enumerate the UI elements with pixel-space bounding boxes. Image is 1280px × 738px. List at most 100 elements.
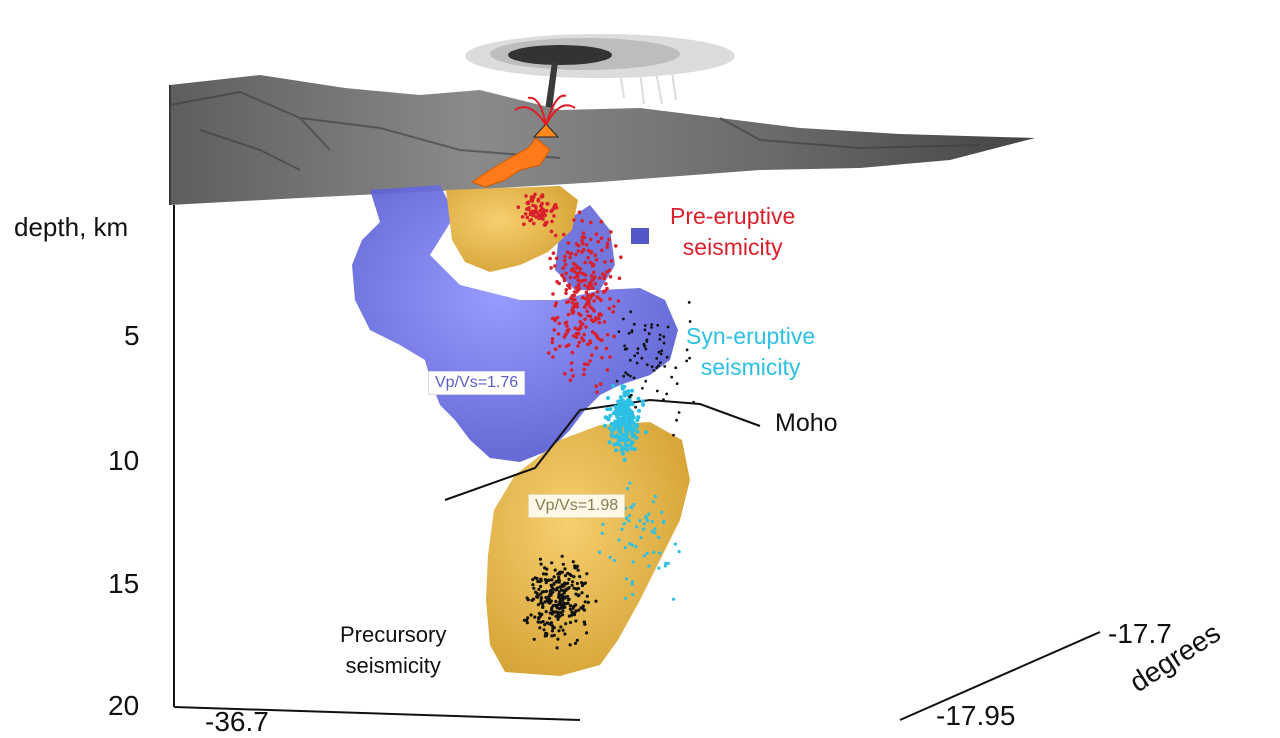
syn-eruptive-point [606, 396, 610, 400]
pre-eruptive-point [590, 330, 595, 334]
pre-eruptive-point [544, 208, 549, 213]
pre-eruptive-point [576, 243, 581, 248]
precursory-point [629, 393, 633, 397]
pre-eruptive-point [584, 290, 589, 295]
pre-eruptive-point [566, 241, 571, 245]
precursory-point [529, 613, 533, 617]
pre-eruptive-point [592, 299, 596, 303]
precursory-point [633, 354, 637, 358]
pre-eruptive-point [578, 270, 582, 275]
pre-eruptive-point [570, 350, 575, 355]
precursory-point [560, 570, 564, 574]
syn-eruptive-point [616, 410, 621, 415]
precursory-point [685, 359, 689, 363]
precursory-point [559, 625, 563, 629]
syn-eruptive-point [634, 423, 639, 428]
syn-eruptive-point [608, 407, 613, 412]
pre-eruptive-point [529, 195, 534, 199]
pre-eruptive-point [560, 273, 564, 278]
pre-eruptive-point [609, 230, 613, 234]
syn-eruptive-point [620, 384, 625, 389]
precursory-point [537, 617, 541, 621]
precursory-point [575, 581, 580, 586]
precursory-point [670, 375, 674, 379]
pre-eruptive-point [581, 271, 585, 276]
syn-eruptive-point [627, 438, 632, 443]
pre-eruptive-point [573, 297, 577, 302]
precursory-point [665, 392, 669, 396]
precursory-point [539, 562, 543, 566]
precursory-point [615, 379, 619, 383]
pre-eruptive-point [587, 287, 591, 291]
pre-eruptive-point [581, 241, 585, 246]
pre-eruptive-point [567, 283, 572, 287]
syn-eruptive-point [663, 564, 668, 568]
pre-eruptive-point [594, 346, 599, 350]
precursory-point [543, 566, 547, 570]
precursory-point [540, 612, 544, 617]
precursory-point [568, 643, 572, 647]
pre-eruptive-point [549, 266, 553, 270]
syn-eruptive-point [637, 408, 641, 413]
pre-eruptive-point [575, 265, 580, 269]
syn-eruptive-point [646, 519, 650, 523]
precursory-point [687, 301, 691, 304]
precursory-point [655, 357, 659, 360]
precursory-point [561, 609, 565, 613]
pre-eruptive-point [580, 336, 584, 340]
precursory-point [574, 592, 578, 596]
precursory-point [573, 641, 578, 646]
syn-eruptive-point [600, 531, 604, 535]
syn-eruptive-point [631, 560, 635, 564]
precursory-point [547, 578, 551, 582]
precursory-point [692, 400, 695, 404]
syn-eruptive-point [647, 564, 651, 568]
precursory-point [662, 335, 666, 339]
lava-flow [470, 137, 551, 188]
precursory-point [571, 606, 575, 611]
syn-eruptive-point [630, 580, 635, 584]
precursory-point [531, 597, 536, 601]
syn-eruptive-point [636, 396, 641, 401]
precursory-point [558, 585, 562, 589]
pre-eruptive-point [576, 278, 580, 282]
precursory-point [644, 379, 648, 383]
pre-eruptive-point [593, 282, 598, 286]
pre-eruptive-point [599, 298, 603, 303]
syn-eruptive-point [622, 522, 626, 526]
pre-eruptive-point [561, 232, 566, 237]
pre-eruptive-point [588, 305, 592, 309]
precursory-point [636, 347, 640, 351]
syn-eruptive-point [611, 427, 616, 432]
precursory-point [647, 332, 651, 336]
syn-eruptive-point [622, 406, 626, 411]
pre-eruptive-point [616, 299, 621, 303]
pre-eruptive-point [553, 304, 558, 308]
precursory-point [539, 577, 543, 581]
precursory-point [623, 344, 626, 348]
syn-eruptive-point [621, 446, 626, 451]
precursory-point [570, 583, 574, 587]
vpvs-upper-label: Vp/Vs=1.76 [428, 371, 526, 395]
precursory-point [675, 418, 678, 422]
precursory-point [557, 575, 561, 580]
pre-eruptive-point [586, 255, 590, 260]
pre-eruptive-point [582, 372, 586, 377]
pre-eruptive-point [582, 367, 586, 372]
pre-eruptive-point [565, 324, 569, 328]
syn-eruptive-point [617, 428, 622, 433]
precursory-point [522, 618, 527, 622]
lat-tick-1: -17.7 [1108, 618, 1172, 649]
pre-eruptive-point [557, 281, 561, 286]
syn-eruptive-point [650, 520, 655, 524]
pre-eruptive-seismicity-cloud [516, 192, 623, 394]
precursory-point [568, 607, 573, 611]
syn-eruptive-point [634, 545, 638, 549]
precursory-point [555, 646, 559, 650]
pre-eruptive-point [516, 205, 521, 209]
precursory-point [538, 626, 542, 630]
precursory-point [541, 620, 545, 624]
precursory-point [552, 610, 557, 614]
syn-eruptive-seismicity-cloud [595, 384, 681, 601]
pre-eruptive-point [599, 219, 604, 224]
